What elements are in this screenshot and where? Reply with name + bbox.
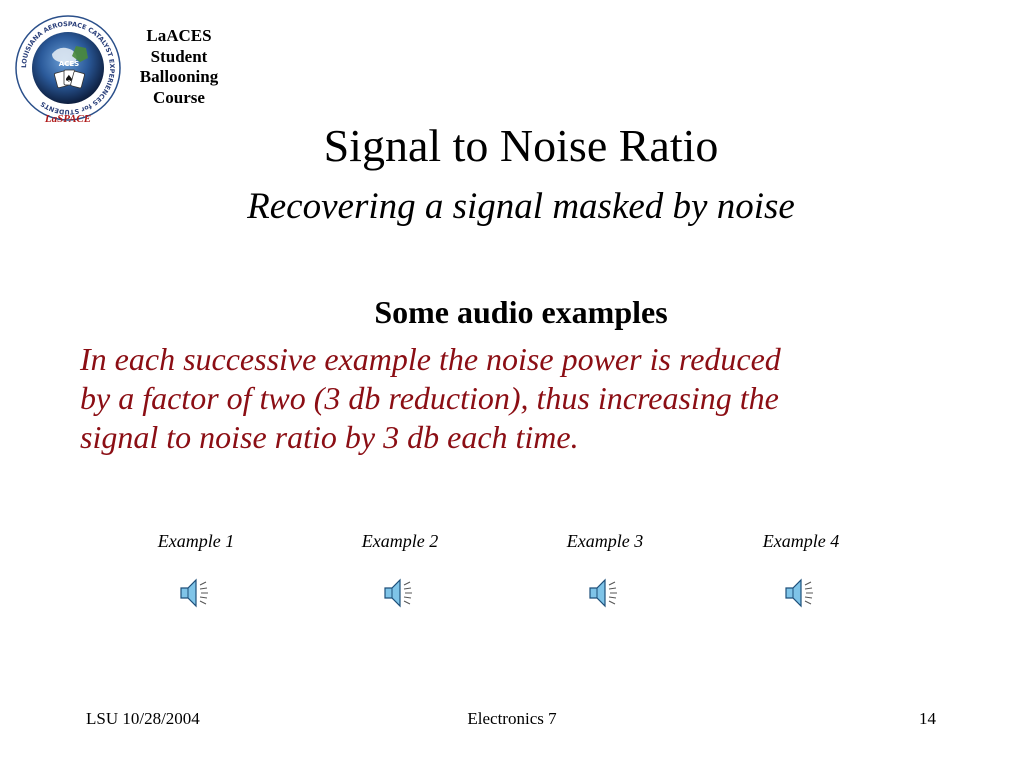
logo-bottom-text: LaSPACE [44,113,91,125]
example-4: Example 4 [741,529,861,611]
example-3: Example 3 [545,529,665,611]
logo-center-text: ACES [59,60,79,68]
example-1: Example 1 [136,529,256,611]
example-label: Example 3 [566,531,644,551]
slide-subtitle: Recovering a signal masked by noise [247,186,795,227]
speaker-icon[interactable] [382,575,418,611]
logo-caption-line: LaACES [146,26,212,45]
footer-course: Electronics 7 [467,709,557,728]
body-paragraph: In each successive example the noise pow… [80,340,980,457]
laspace-logo: ♠ LOUISIANA AEROSPACE CATALYST EXPERIENC… [15,15,121,125]
body-line: In each successive example the noise pow… [80,341,781,377]
speaker-icon[interactable] [783,575,819,611]
example-2: Example 2 [340,529,460,611]
example-label: Example 2 [361,531,439,551]
logo-caption-line: Course [153,87,205,107]
section-heading: Some audio examples [374,294,668,330]
example-label: Example 4 [762,531,840,551]
speaker-icon[interactable] [178,575,214,611]
logo-caption: LaACES Student Ballooning Course [124,26,234,108]
body-line: signal to noise ratio by 3 db each time. [80,419,579,455]
slide-title: Signal to Noise Ratio [323,120,719,171]
footer-date: LSU 10/28/2004 [86,709,200,728]
example-label: Example 1 [157,531,235,551]
body-line: by a factor of two (3 db reduction), thu… [80,380,779,416]
footer-page-number: 14 [919,709,936,728]
svg-text:♠: ♠ [65,74,74,85]
logo-caption-line: Student [150,46,208,66]
speaker-icon[interactable] [587,575,623,611]
logo-caption-line: Ballooning [139,67,219,86]
